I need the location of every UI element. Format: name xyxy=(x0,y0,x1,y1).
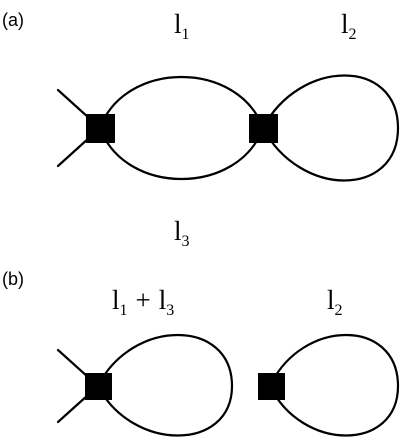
vertex-left-b xyxy=(85,373,112,400)
vertex-right xyxy=(249,114,278,143)
label-l2: l2 xyxy=(341,9,357,43)
propagator-l2-loop-b xyxy=(268,333,400,437)
panel-b: (b) l1+l3 l2 xyxy=(2,269,400,437)
propagator-l3-arc xyxy=(98,126,265,180)
label-l1: l1 xyxy=(174,9,190,43)
label-l3: l3 xyxy=(174,216,190,250)
propagator-l1-plus-l3-loop xyxy=(96,333,234,437)
vertex-right-b xyxy=(258,373,285,400)
label-l2-b: l2 xyxy=(327,285,343,319)
panel-a: (a) l1 l2 l3 xyxy=(2,9,400,250)
panel-a-label: (a) xyxy=(2,10,24,30)
panel-b-label: (b) xyxy=(2,269,24,289)
label-l1-plus-l3: l1+l3 xyxy=(112,285,174,319)
propagator-l2-loop xyxy=(261,74,400,182)
vertex-left xyxy=(86,114,115,143)
propagator-l1-arc xyxy=(98,76,265,130)
